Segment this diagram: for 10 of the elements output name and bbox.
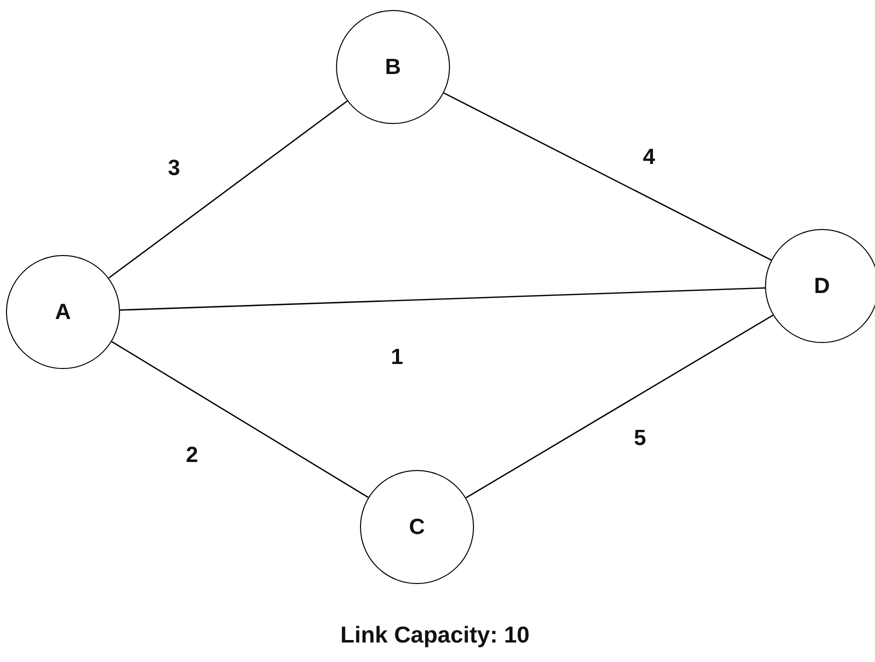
caption: Link Capacity: 10 [340,622,530,648]
node-label: C [409,514,425,540]
link-line [466,314,774,498]
link-line [120,287,766,311]
link-line [111,341,369,498]
node-label: D [814,273,830,299]
node-label: A [55,299,71,325]
node-label: B [385,54,401,80]
link-line [108,100,348,279]
link-line [443,92,772,261]
